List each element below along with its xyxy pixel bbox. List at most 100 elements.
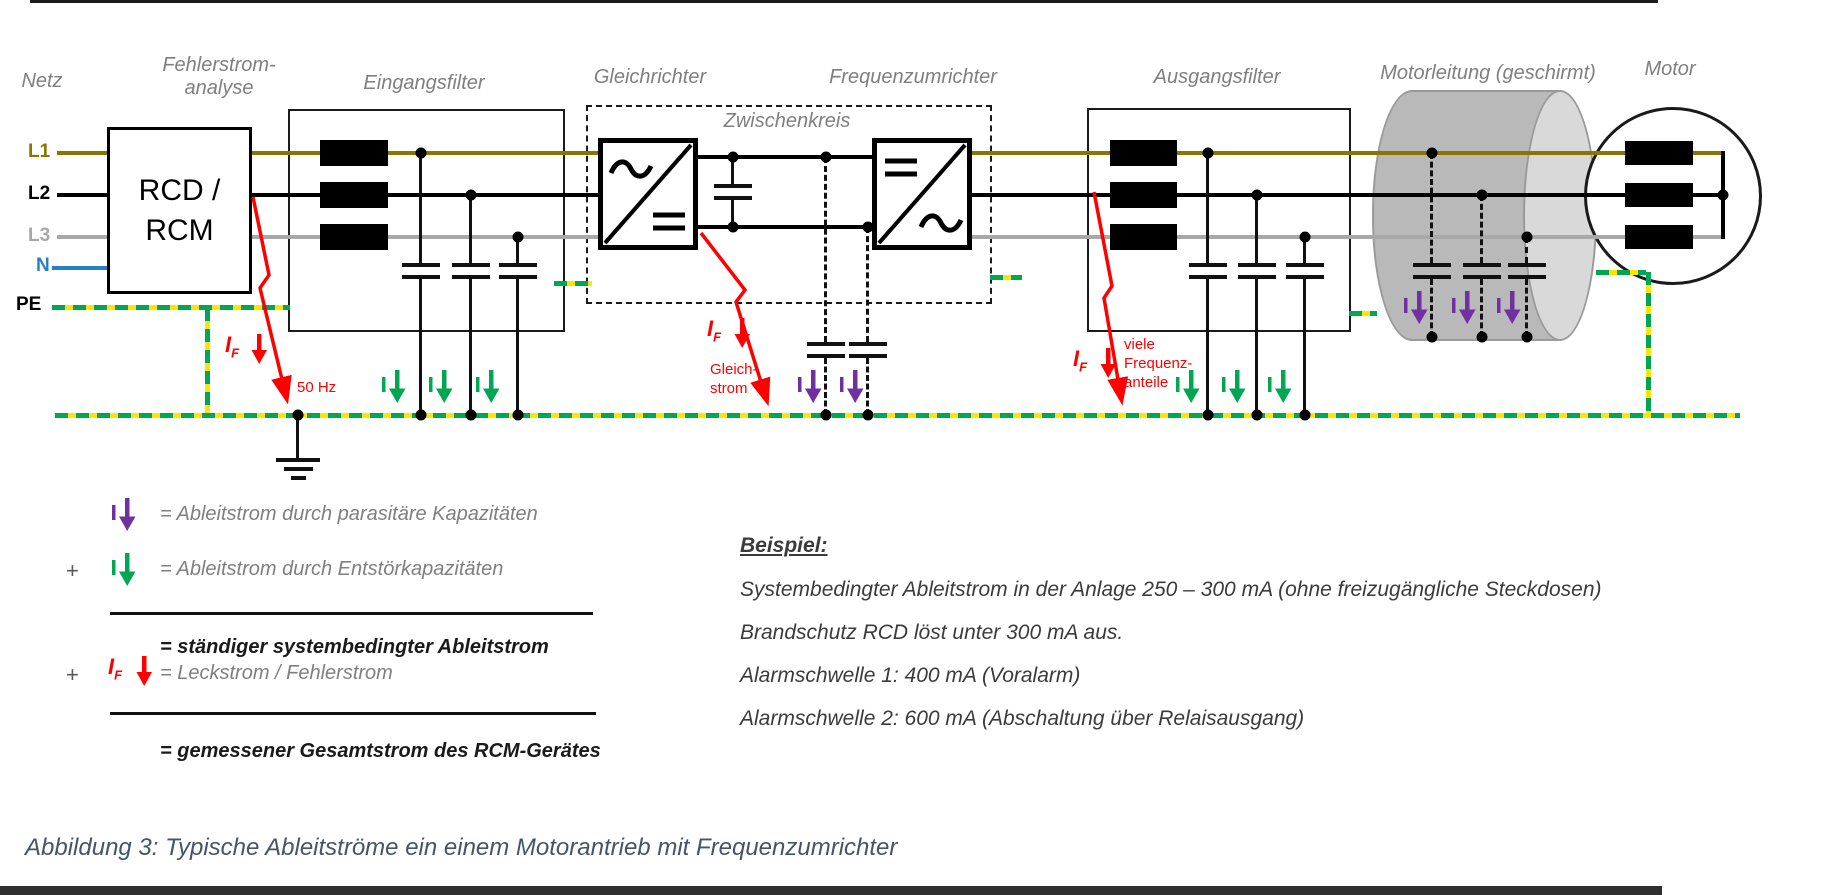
capacitor-icon <box>1189 263 1227 267</box>
cable-parasitic-lead <box>1480 195 1483 263</box>
fault-lightning-icon <box>251 196 292 405</box>
inductor-icon <box>1110 182 1177 208</box>
label-fehlerstrom-line2: analyse <box>184 77 254 99</box>
legend-plus: + <box>66 662 79 687</box>
beispiel-line: Brandschutz RCD löst unter 300 mA aus. <box>740 621 1124 644</box>
label-n: N <box>36 255 50 276</box>
earth-ground-icon <box>284 467 313 471</box>
label-zwischenkreis: Zwischenkreis <box>723 110 851 132</box>
label-pe: PE <box>16 294 42 315</box>
junction-dot <box>1202 147 1214 159</box>
leakage-arrow-green-icon <box>1268 370 1292 403</box>
junction-dot <box>727 151 739 163</box>
label-ausgangsfilter: Ausgangsfilter <box>1153 66 1281 88</box>
legend-row-parasitic: = Ableitstrom durch parasitäre Kapazität… <box>160 503 538 525</box>
cable-parasitic-lead <box>1430 279 1433 337</box>
label-50hz: 50 Hz <box>297 379 337 396</box>
junction-dot <box>465 189 477 201</box>
inverter-block <box>872 138 972 250</box>
capacitor-lead <box>1255 195 1258 263</box>
beispiel-line: Alarmschwelle 2: 600 mA (Abschaltung übe… <box>740 707 1305 730</box>
label-gleichrichter: Gleichrichter <box>593 66 707 88</box>
wire-l3-right <box>970 235 1625 239</box>
label-fehlerstromanalyse: Fehlerstrom- analyse <box>162 54 275 100</box>
beispiel-line: Alarmschwelle 1: 400 mA (Voralarm) <box>740 664 1081 687</box>
junction-dot <box>1476 331 1488 343</box>
capacitor-icon <box>1463 275 1501 279</box>
legend-row-gesamtstrom: = gemessener Gesamtstrom des RCM-Gerätes <box>160 740 601 762</box>
fault-current-label: IF <box>1073 346 1087 374</box>
dc-capacitor-lead <box>731 200 734 227</box>
if-subscript: F <box>1079 359 1088 375</box>
junction-dot <box>1251 409 1263 421</box>
if-symbol: I <box>1073 346 1080 371</box>
label-viele-frequenzanteile: viele Frequenz- anteile <box>1124 335 1192 392</box>
capacitor-icon <box>1508 263 1546 267</box>
inductor-icon <box>1110 140 1177 166</box>
capacitor-lead <box>1206 279 1209 415</box>
legend-row-staendig: = ständiger systembedingter Ableitstrom <box>160 636 549 658</box>
wire-l2-right <box>970 193 1625 197</box>
earth-ground-icon <box>291 476 306 480</box>
junction-dot <box>465 409 477 421</box>
leakage-arrow-purple-icon <box>798 370 822 403</box>
parasitic-cap-lead-dashed <box>866 227 869 342</box>
capacitor-icon <box>1286 263 1324 267</box>
capacitor-icon <box>1413 263 1451 267</box>
label-eingangsfilter: Eingangsfilter <box>363 72 485 94</box>
capacitor-icon <box>1238 263 1276 267</box>
capacitor-lead <box>516 279 519 415</box>
rcd-rcm-box: RCD / RCM <box>107 127 252 294</box>
junction-dot <box>292 409 304 421</box>
junction-dot <box>1251 189 1263 201</box>
capacitor-icon <box>499 275 537 279</box>
inverter-symbol <box>877 143 967 245</box>
wire-l1-right <box>970 151 1625 155</box>
fault-current-label: IF <box>225 332 239 360</box>
pe-line <box>52 305 290 310</box>
legend-red-arrow-icon <box>136 656 152 686</box>
motor-star-link <box>1693 193 1725 197</box>
leakage-arrow-green-icon <box>429 370 453 403</box>
inductor-icon <box>320 224 388 250</box>
rcd-label-line2: RCM <box>145 213 214 247</box>
capacitor-lead <box>1303 279 1306 415</box>
pe-stub-motor <box>1596 270 1646 275</box>
capacitor-lead <box>1206 153 1209 263</box>
viele-line2: Frequenz- <box>1124 355 1193 372</box>
dc-bus-top <box>696 155 876 159</box>
junction-dot <box>1521 231 1533 243</box>
gleichstrom-line2: strom <box>710 380 748 397</box>
figure-caption: Abbildung 3: Typische Ableitströme ein e… <box>25 834 898 861</box>
label-gleichstrom: Gleich- strom <box>710 360 758 398</box>
rectifier-block <box>598 138 698 250</box>
capacitor-icon <box>1238 275 1276 279</box>
if-subscript: F <box>231 345 240 361</box>
inductor-icon <box>320 140 388 166</box>
motor-winding <box>1625 141 1693 165</box>
cable-parasitic-lead <box>1525 279 1528 337</box>
gleichstrom-line1: Gleich- <box>710 361 758 378</box>
parasitic-cap-lead-dashed <box>866 358 869 415</box>
legend-row-leckstrom: = Leckstrom / Fehlerstrom <box>160 662 393 684</box>
if-subscript: F <box>114 667 123 683</box>
label-l1: L1 <box>28 141 51 162</box>
junction-dot <box>512 231 524 243</box>
junction-dot <box>727 221 739 233</box>
motor-star-link <box>1693 235 1725 239</box>
junction-dot <box>512 409 524 421</box>
legend-if-label: IF <box>108 654 122 682</box>
capacitor-icon <box>1463 263 1501 267</box>
leakage-arrow-green-icon <box>476 370 500 403</box>
beispiel-heading: Beispiel: <box>740 534 828 557</box>
pe-stub-filter-dclink <box>554 281 592 286</box>
earth-ground-icon <box>296 415 299 458</box>
label-frequenzumrichter: Frequenzumrichter <box>829 66 997 88</box>
capacitor-icon <box>1189 275 1227 279</box>
fault-arrow-red-icon <box>251 334 267 364</box>
legend-row-entstoer: = Ableitstrom durch Entstörkapazitäten <box>160 558 504 580</box>
cable-parasitic-lead <box>1430 153 1433 263</box>
capacitor-lead <box>1255 279 1258 415</box>
slide-top-border <box>30 0 1658 3</box>
dc-bus-bottom <box>696 225 876 229</box>
